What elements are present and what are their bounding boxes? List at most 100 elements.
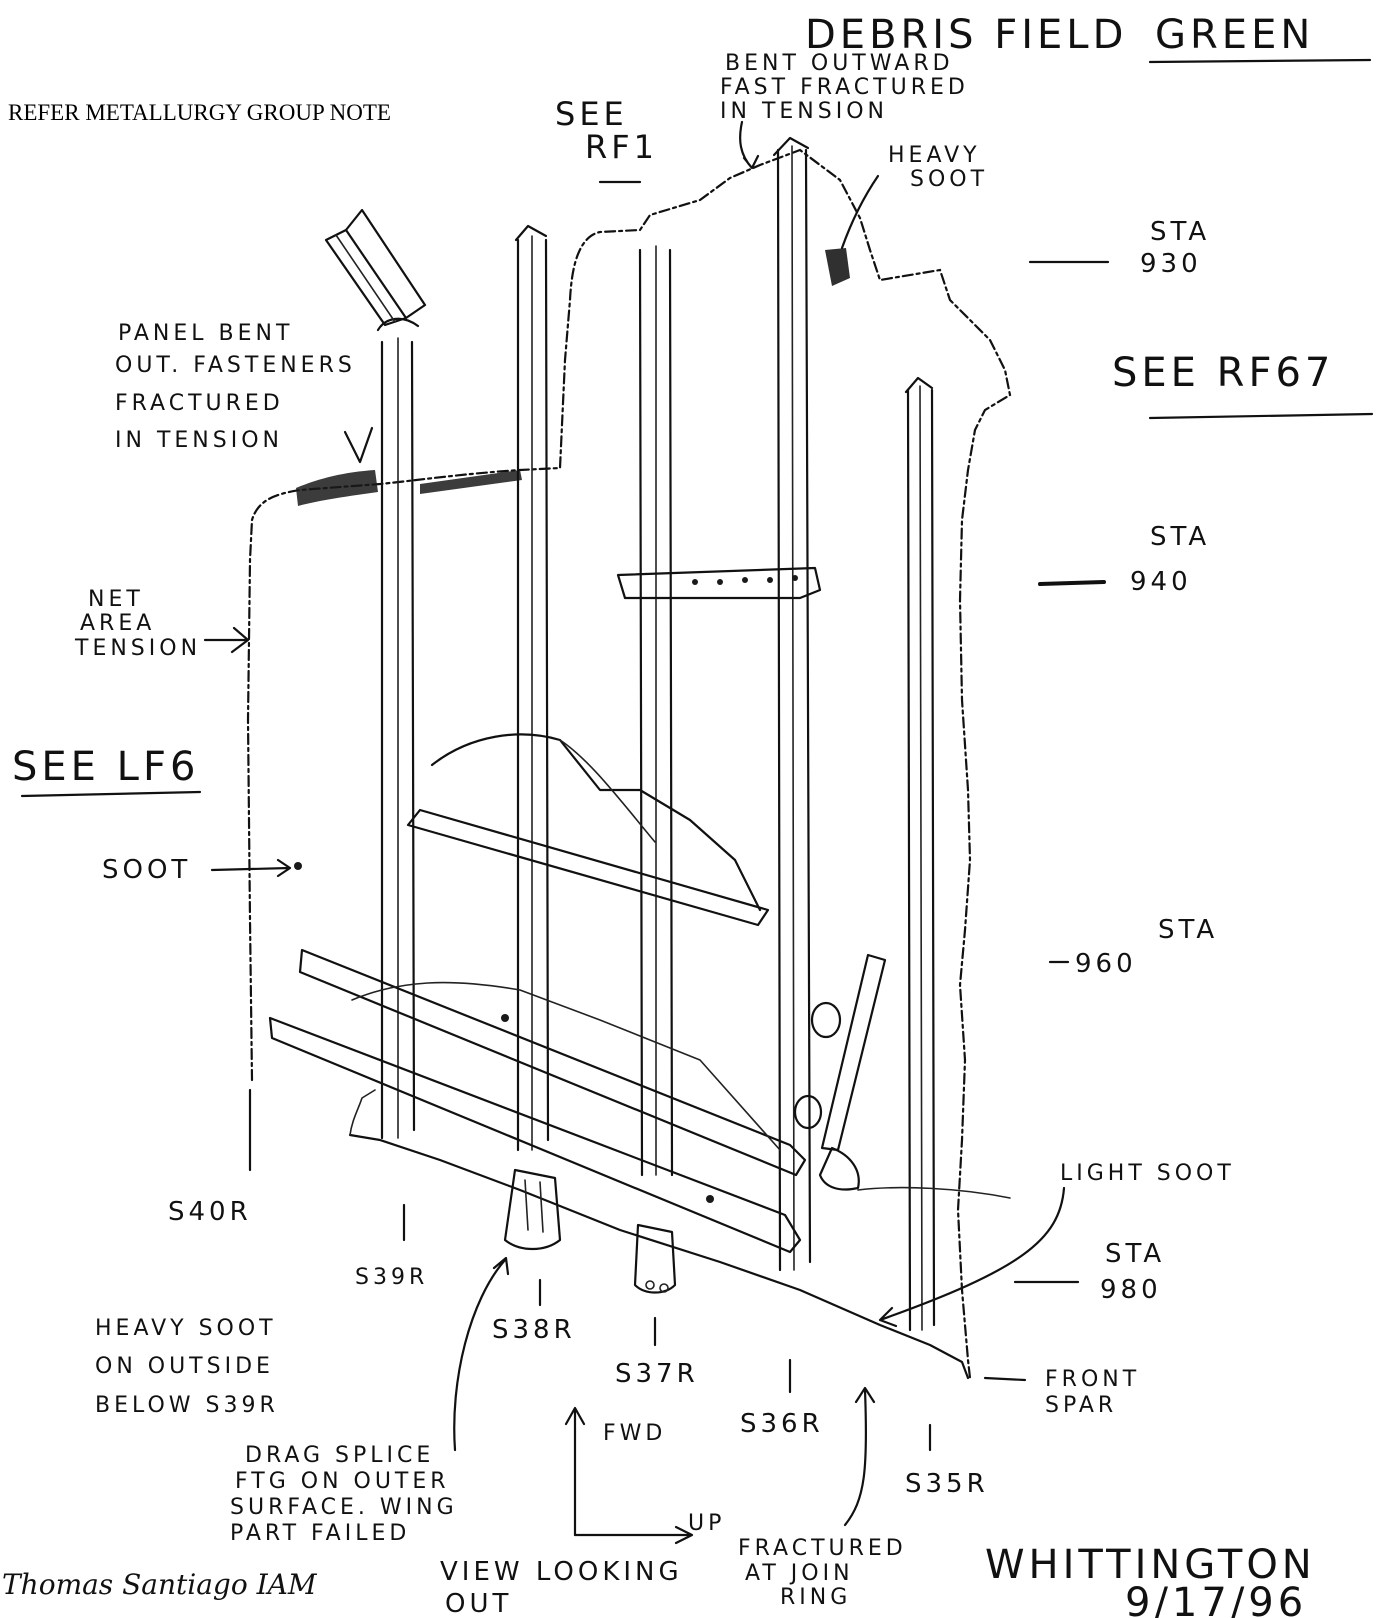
net-area-note: NET AREA TENSION bbox=[74, 587, 201, 661]
fractured-join-arrow bbox=[843, 1386, 876, 1527]
soot-arrow bbox=[210, 858, 292, 878]
stringer-s37r bbox=[638, 245, 674, 1177]
station-980: STA 980 bbox=[1013, 1239, 1165, 1305]
svg-text:DRAG SPLICE: DRAG SPLICE bbox=[245, 1443, 434, 1468]
drag-splice-note: DRAG SPLICE FTG ON OUTER SURFACE. WING P… bbox=[230, 1443, 458, 1546]
light-soot-arrow bbox=[878, 1186, 1066, 1328]
panel-outline bbox=[246, 148, 1012, 1380]
bent-stringer-top bbox=[324, 208, 427, 327]
svg-text:S40R: S40R bbox=[168, 1197, 252, 1227]
signature-right-name: WHITTINGTON bbox=[985, 1542, 1316, 1588]
svg-text:980: 980 bbox=[1100, 1275, 1162, 1305]
svg-text:PANEL BENT: PANEL BENT bbox=[118, 321, 293, 346]
svg-text:BENT OUTWARD: BENT OUTWARD bbox=[725, 51, 954, 76]
stringer-s38r bbox=[514, 224, 550, 1152]
heavy-soot-band bbox=[296, 470, 522, 506]
svg-text:FAST FRACTURED: FAST FRACTURED bbox=[720, 75, 969, 100]
front-spar-note: FRONT SPAR bbox=[983, 1367, 1140, 1418]
heavy-soot-top-patch bbox=[825, 248, 850, 286]
view-looking-out-note: VIEW LOOKING OUT bbox=[440, 1557, 683, 1618]
svg-text:SOOT: SOOT bbox=[910, 167, 988, 192]
svg-text:IN TENSION: IN TENSION bbox=[720, 99, 888, 124]
heavy-soot-top-note: HEAVY SOOT bbox=[888, 143, 988, 192]
frame-lower bbox=[268, 948, 807, 1254]
svg-text:930: 930 bbox=[1140, 249, 1202, 279]
heavy-soot-top-leader bbox=[840, 174, 880, 250]
stringer-label-s37r: S37R bbox=[615, 1316, 699, 1389]
fastener-clip bbox=[616, 566, 822, 600]
svg-text:S36R: S36R bbox=[740, 1409, 824, 1439]
see-rf67-underline bbox=[1148, 412, 1374, 420]
svg-text:FWD: FWD bbox=[603, 1421, 666, 1446]
svg-text:TENSION: TENSION bbox=[74, 636, 201, 661]
svg-text:FRONT: FRONT bbox=[1045, 1367, 1140, 1392]
see-lf6-underline bbox=[20, 790, 202, 798]
svg-text:UP: UP bbox=[688, 1511, 725, 1536]
svg-text:BELOW S39R: BELOW S39R bbox=[95, 1393, 279, 1418]
svg-text:STA: STA bbox=[1105, 1239, 1165, 1269]
svg-text:STA: STA bbox=[1150, 217, 1210, 247]
station-930: STA 930 bbox=[1028, 217, 1210, 279]
station-960: STA 960 bbox=[1048, 915, 1218, 979]
stringer-s39r bbox=[376, 317, 420, 1140]
debris-field-title: DEBRIS FIELD bbox=[805, 12, 1127, 58]
stringer-label-s38r: S38R bbox=[492, 1278, 576, 1345]
heavy-soot-outside-note: HEAVY SOOT ON OUTSIDE BELOW S39R bbox=[95, 1316, 279, 1418]
station-940: STA 940 bbox=[1038, 522, 1210, 597]
svg-text:PART FAILED: PART FAILED bbox=[230, 1521, 410, 1546]
svg-text:940: 940 bbox=[1130, 567, 1192, 597]
orientation-indicator: FWD UP bbox=[564, 1406, 725, 1545]
panel-lower-skin bbox=[349, 1089, 376, 1136]
bent-outward-note: BENT OUTWARD FAST FRACTURED IN TENSION bbox=[720, 51, 969, 124]
see-rf1-line1: SEE bbox=[555, 95, 628, 133]
svg-text:FTG ON OUTER: FTG ON OUTER bbox=[235, 1469, 450, 1494]
signature-right-date: 9/17/96 bbox=[1125, 1580, 1307, 1618]
stringer-label-s36r: S36R bbox=[740, 1358, 824, 1439]
svg-text:960: 960 bbox=[1075, 949, 1137, 979]
spar-rib bbox=[793, 953, 1011, 1199]
svg-text:OUT: OUT bbox=[445, 1589, 512, 1618]
svg-text:S39R: S39R bbox=[355, 1265, 428, 1290]
panel-bottom-edge bbox=[348, 1133, 970, 1380]
svg-text:OUT. FASTENERS: OUT. FASTENERS bbox=[115, 353, 356, 378]
svg-text:STA: STA bbox=[1150, 522, 1210, 552]
svg-text:NET: NET bbox=[88, 587, 144, 612]
drag-splice-fitting bbox=[503, 1168, 562, 1251]
svg-text:HEAVY: HEAVY bbox=[888, 143, 981, 168]
svg-text:HEAVY SOOT: HEAVY SOOT bbox=[95, 1316, 277, 1341]
stringer-s36r bbox=[772, 136, 812, 1272]
svg-text:AREA: AREA bbox=[80, 611, 155, 636]
fractured-join-note: FRACTURED AT JOIN RING bbox=[738, 1536, 907, 1610]
refer-metallurgy-note: REFER METALLURGY GROUP NOTE bbox=[8, 100, 391, 125]
see-lf6: SEE LF6 bbox=[12, 744, 199, 790]
field-color-label: GREEN bbox=[1155, 12, 1314, 58]
svg-text:S35R: S35R bbox=[905, 1469, 989, 1499]
soot-note: SOOT bbox=[102, 855, 191, 885]
see-rf67: SEE RF67 bbox=[1112, 350, 1334, 396]
svg-text:STA: STA bbox=[1158, 915, 1218, 945]
panel-bent-note: PANEL BENT OUT. FASTENERS FRACTURED IN T… bbox=[115, 321, 356, 453]
svg-text:AT JOIN: AT JOIN bbox=[745, 1561, 854, 1586]
svg-text:SURFACE. WING: SURFACE. WING bbox=[230, 1495, 458, 1520]
light-soot-note: LIGHT SOOT bbox=[1060, 1161, 1235, 1186]
soot-spot bbox=[294, 862, 302, 870]
svg-text:FRACTURED: FRACTURED bbox=[738, 1536, 907, 1561]
frame-upper bbox=[406, 733, 770, 927]
svg-text:S37R: S37R bbox=[615, 1359, 699, 1389]
panel-bent-arrow bbox=[343, 426, 374, 464]
svg-text:SPAR: SPAR bbox=[1045, 1393, 1117, 1418]
bent-outward-arrow bbox=[739, 120, 760, 170]
stringer-label-s39r: S39R bbox=[355, 1203, 428, 1290]
field-color-underline bbox=[1148, 58, 1372, 64]
svg-text:VIEW LOOKING: VIEW LOOKING bbox=[440, 1557, 683, 1587]
net-area-arrow bbox=[203, 626, 250, 654]
signature-left: Thomas Santiago IAM bbox=[2, 1568, 318, 1601]
svg-text:IN TENSION: IN TENSION bbox=[115, 428, 283, 453]
stringer-s35r bbox=[904, 376, 936, 1332]
drag-splice-arrow bbox=[453, 1256, 510, 1452]
svg-text:FRACTURED: FRACTURED bbox=[115, 391, 284, 416]
svg-text:RING: RING bbox=[780, 1585, 851, 1610]
svg-text:S38R: S38R bbox=[492, 1315, 576, 1345]
stringer-label-s40r: S40R bbox=[168, 1088, 252, 1227]
